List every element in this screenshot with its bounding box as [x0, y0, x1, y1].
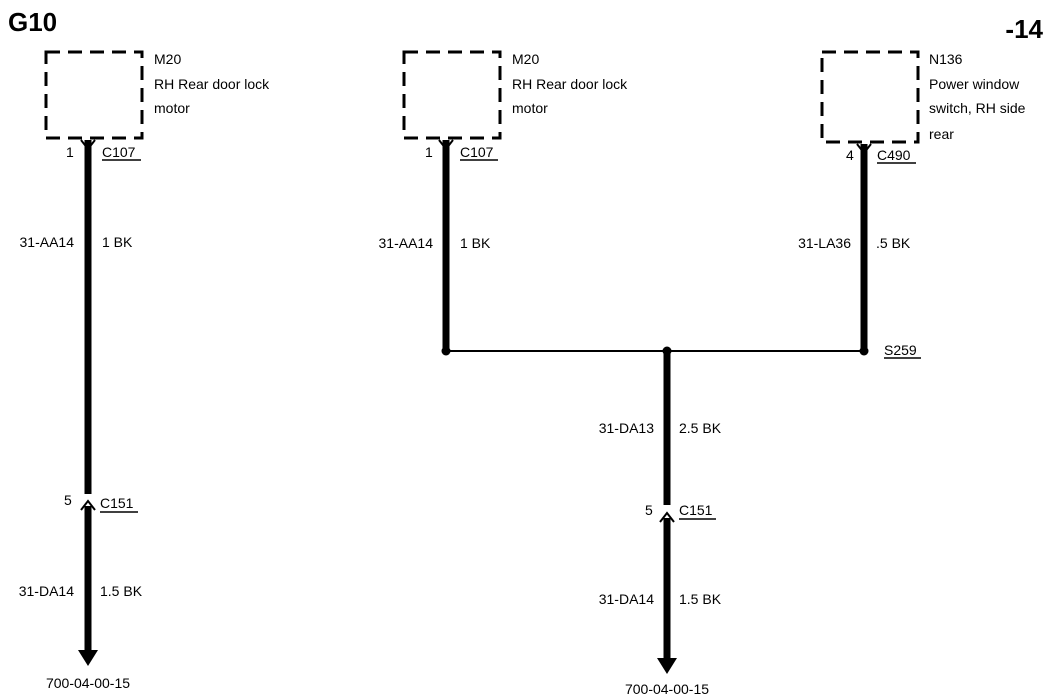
component-name: motor: [154, 100, 190, 116]
connector-label: C151: [679, 502, 713, 518]
wire-size-label: 1.5 BK: [100, 583, 143, 599]
pin-number: 5: [64, 492, 72, 508]
wire-size-label: 2.5 BK: [679, 420, 722, 436]
pin-number: 4: [846, 147, 854, 163]
ground-reference[interactable]: 700-04-00-15: [46, 675, 130, 691]
component-box-m20-right[interactable]: [402, 50, 502, 140]
component-name: RH Rear door lock: [512, 76, 628, 92]
splice-node: [859, 346, 869, 356]
inline-connector-symbol: [659, 511, 675, 523]
wire-circuit-label: 31-AA14: [379, 235, 434, 251]
component-code: M20: [512, 51, 539, 67]
wire-circuit-label: 31-AA14: [20, 234, 75, 250]
splice-node: [441, 346, 451, 356]
wire-circuit-label: 31-DA14: [19, 583, 74, 599]
arrow-down-icon: [78, 650, 98, 666]
page-suffix: -14: [1005, 14, 1043, 44]
wire-circuit-label: 31-DA14: [599, 591, 654, 607]
splice-label: S259: [884, 342, 917, 358]
right-circuit: M20 RH Rear door lock motor 1 C107 31-AA…: [379, 50, 1026, 697]
pin-number: 5: [645, 502, 653, 518]
arrow-down-icon: [657, 658, 677, 674]
component-code: M20: [154, 51, 181, 67]
component-name: switch, RH side: [929, 100, 1026, 116]
component-box-m20-left[interactable]: [44, 50, 144, 140]
component-name: rear: [929, 126, 954, 142]
pin-number: 1: [66, 144, 74, 160]
ground-reference[interactable]: 700-04-00-15: [625, 681, 709, 697]
connector-label: C151: [100, 495, 134, 511]
component-name: Power window: [929, 76, 1020, 92]
connector-label: C107: [460, 144, 494, 160]
wire-size-label: 1.5 BK: [679, 591, 722, 607]
connector-label: C107: [102, 144, 136, 160]
connector-label: C490: [877, 147, 911, 163]
component-name: motor: [512, 100, 548, 116]
inline-connector-symbol: [80, 499, 96, 511]
wire-size-label: 1 BK: [102, 234, 133, 250]
component-name: RH Rear door lock: [154, 76, 270, 92]
component-code: N136: [929, 51, 963, 67]
wire-circuit-label: 31-LA36: [798, 235, 851, 251]
wire-size-label: 1 BK: [460, 235, 491, 251]
left-circuit: M20 RH Rear door lock motor 1 C107 31-AA…: [19, 50, 270, 691]
page-id: G10: [8, 7, 57, 37]
wire-size-label: .5 BK: [876, 235, 911, 251]
wire-circuit-label: 31-DA13: [599, 420, 654, 436]
pin-number: 1: [425, 144, 433, 160]
component-box-n136[interactable]: [820, 50, 920, 144]
